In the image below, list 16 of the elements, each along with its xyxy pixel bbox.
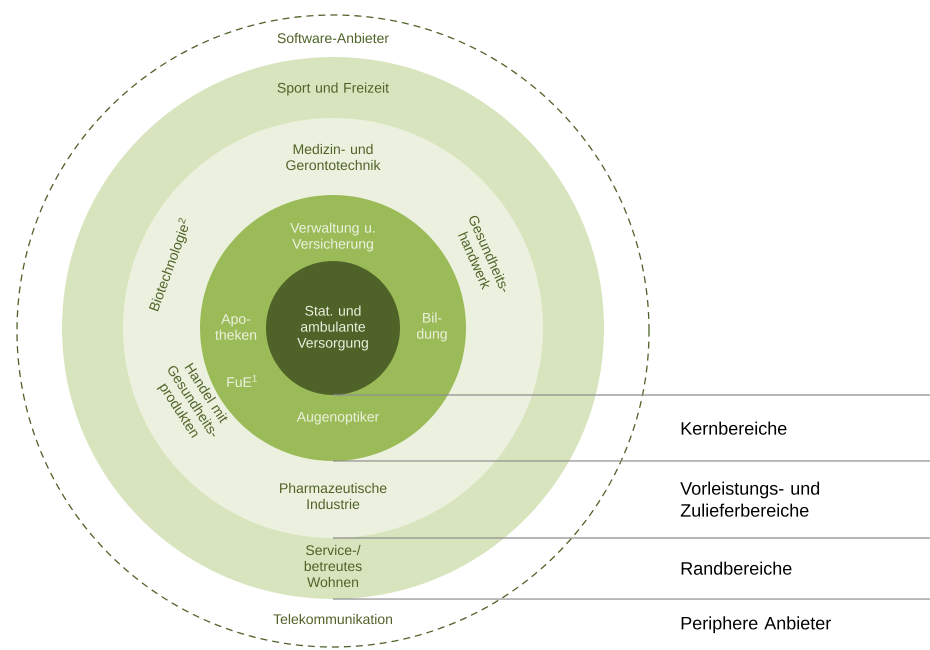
ring-label: Bil- dung [417, 312, 447, 342]
ring-label: Augenoptiker [296, 411, 380, 425]
ring-label: Apo- theken [215, 314, 256, 340]
ring-label: Verwaltung u. Versicherung [290, 222, 375, 252]
ring-label: Medizin- und Gerontotechnik [286, 144, 380, 170]
ring-label: Telekommunikation [273, 614, 392, 624]
ring-label: Service-/ betreutes Wohnen [304, 544, 362, 588]
ring-label: FuE$^{1}$ [227, 374, 257, 388]
category-label: Kernbereiche [682, 422, 786, 435]
ring-label: Sport und Freizeit [278, 82, 389, 96]
ring-label: Software-Anbieter [278, 32, 389, 44]
category-label: Randbereiche [682, 562, 792, 575]
category-label: Periphere Anbieter [682, 616, 831, 634]
ring-label: Pharmazeutische Industrie [280, 482, 386, 510]
ring-label: Stat. und ambulante Versorgung [297, 305, 368, 351]
category-label: Vorleistungs- und Zulieferbereiche [680, 482, 820, 517]
